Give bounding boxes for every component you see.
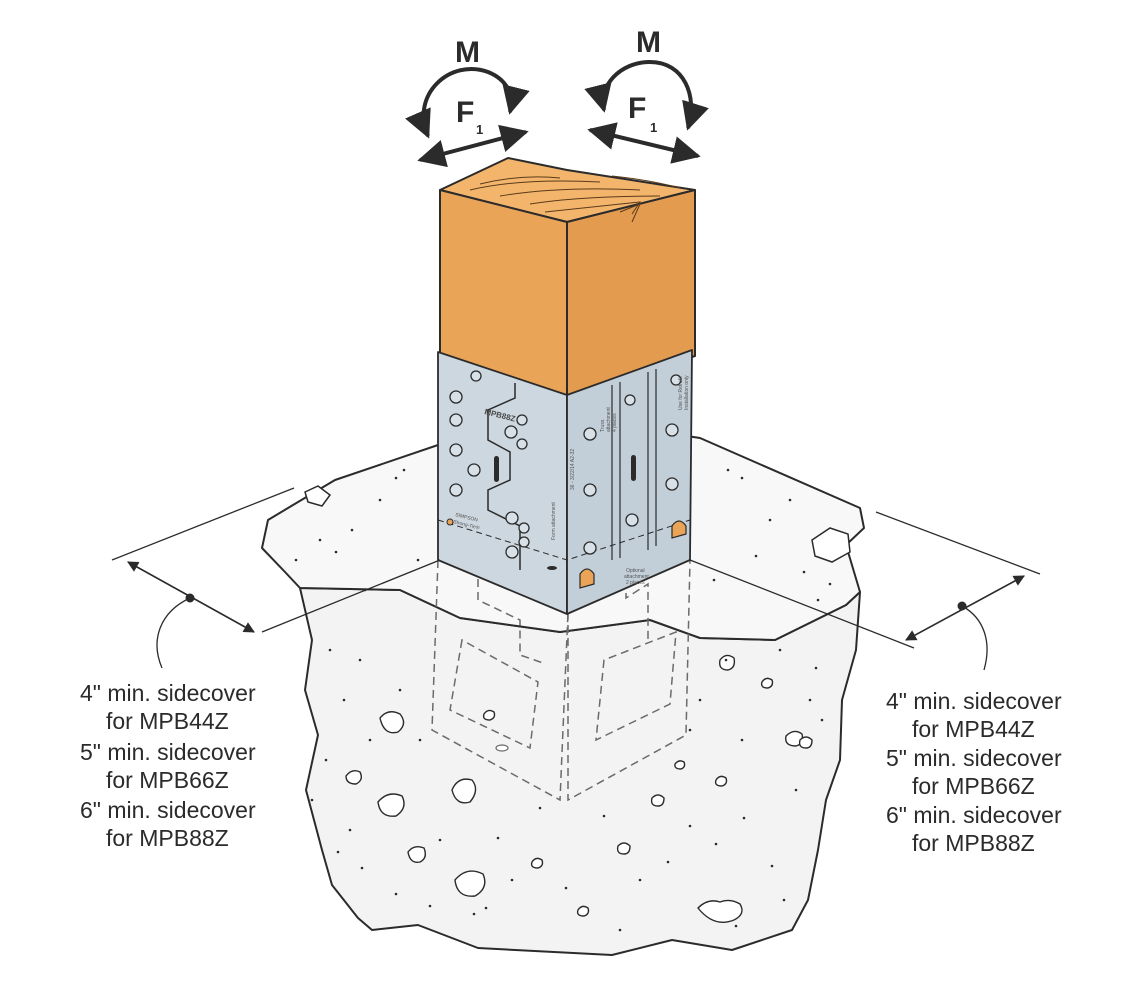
right-label-2-line1: 5" min. sidecover [886,745,1062,771]
right-label-1-line1: 4" min. sidecover [886,688,1062,714]
left-label-3-line2: for MPB88Z [106,825,229,851]
bracket-note-top-1: Truss [600,419,606,432]
plate-seam [487,383,521,570]
edge-chip [304,485,332,507]
force-arrow-right [587,122,701,164]
bracket-screws [449,370,682,559]
force-arrow-left [417,124,529,168]
grade-line [437,519,691,561]
wood-grain [469,175,681,223]
wood-post [439,157,696,399]
concrete-footing [261,417,865,956]
bracket-note-lower-1: Optional [626,568,645,574]
bracket-note-corner-2: Installation only [684,375,690,410]
embedded-bracket-hidden [431,559,691,802]
steel-bracket: MPB88Z SIMPSON Strong-Tie® Form attachme… [437,349,693,615]
moment-label-left: M [455,36,480,69]
bracket-note-top-2: attachment [606,407,612,432]
force-subscript-right: 1 [650,120,657,135]
bracket-note-lower-3: 2 places [626,580,645,586]
bracket-code: 36 - 3/22/14 A2-32 [570,449,576,490]
left-label-3-line1: 6" min. sidecover [80,797,256,823]
right-label-1-line2: for MPB44Z [912,716,1035,742]
nail-slot [547,566,557,570]
force-subscript-left: 1 [476,122,483,137]
moment-label-right: M [636,26,661,59]
aggregate-stones [345,654,813,923]
force-label-right: F [628,92,646,125]
bracket-note-top-3: 4 places [612,413,618,432]
edge-chip [811,527,851,563]
dimension-dot-right [957,601,967,611]
left-label-2-line1: 5" min. sidecover [80,739,256,765]
bracket-tabs [579,520,687,589]
left-label-1-line2: for MPB44Z [106,708,229,734]
concrete-speckles [294,468,832,932]
brand-line-1: SIMPSON [455,512,479,523]
post-right-face [566,189,696,399]
right-label-3-line1: 6" min. sidecover [886,802,1062,828]
footing-body [299,587,861,956]
right-labels: 4" min. sidecover for MPB44Z 5" min. sid… [886,688,1062,856]
bracket-note-lower-2: attachment [624,574,649,580]
bracket-grooves [611,369,657,560]
bracket-note-corner-1: Use for Retrofit [678,376,684,410]
right-label-3-line2: for MPB88Z [912,830,1035,856]
dimension-dot-left [185,593,195,603]
right-label-2-line2: for MPB66Z [912,773,1035,799]
left-labels: 4" min. sidecover for MPB44Z 5" min. sid… [80,680,256,851]
embedded-hole [495,744,509,752]
bracket-slots [494,455,636,482]
left-label-2-line2: for MPB66Z [106,767,229,793]
moment-arrow-left: M F 1 [405,36,530,168]
moment-arrow-right: M F 1 [584,26,709,164]
force-label-left: F [456,96,474,129]
nail-hole [446,518,454,526]
bracket-note-right: Form attachment [551,502,557,540]
left-label-1-line1: 4" min. sidecover [80,680,256,706]
